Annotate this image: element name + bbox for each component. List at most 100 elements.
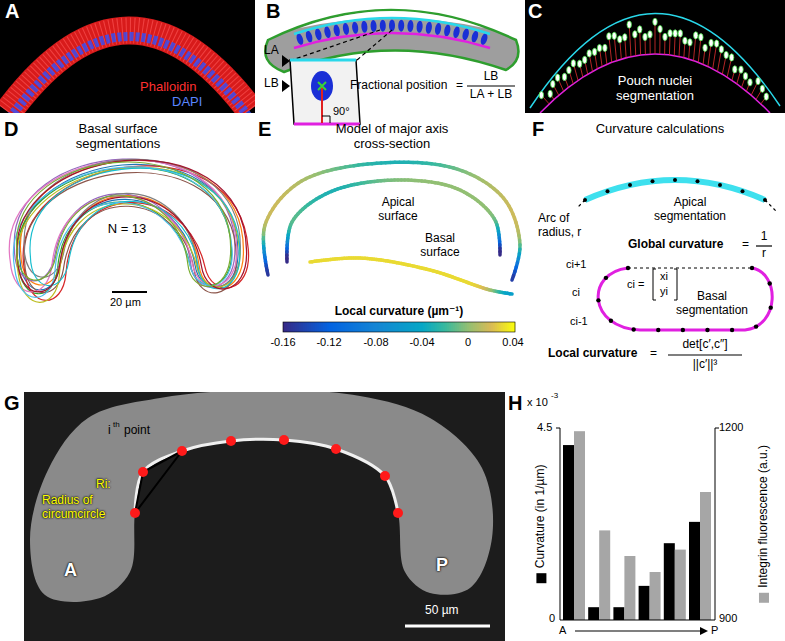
formula-text: = xyxy=(456,79,463,93)
figure-shape xyxy=(373,322,375,332)
figure-shape xyxy=(325,322,327,332)
figure-shape xyxy=(398,20,404,32)
figure-shape xyxy=(319,322,321,332)
panel-letter: D xyxy=(4,118,18,141)
panel-letter: G xyxy=(4,392,20,415)
tick-label: -0.04 xyxy=(409,336,434,349)
figure-shape xyxy=(511,322,513,332)
formula-text: Global curvature xyxy=(628,238,723,252)
formula-text: LB xyxy=(484,70,499,84)
figure-shape xyxy=(664,543,675,620)
figure-shape xyxy=(714,40,718,47)
figure-shape xyxy=(633,31,637,38)
figure-shape xyxy=(718,183,722,187)
figure-shape xyxy=(658,25,662,32)
figure-shape xyxy=(381,322,383,332)
figure-shape xyxy=(337,322,339,332)
figure-shape xyxy=(503,322,505,332)
figure-shape xyxy=(709,39,713,46)
figure-shape xyxy=(678,30,682,37)
panel-letter: F xyxy=(532,118,544,141)
figure-shape xyxy=(763,198,767,202)
figure-shape xyxy=(629,25,631,57)
figure-shape xyxy=(700,627,708,635)
figure-shape xyxy=(675,550,686,620)
figure-shape xyxy=(299,322,301,332)
figure-shape xyxy=(459,322,461,332)
figure-shape xyxy=(703,44,707,51)
figure-shape xyxy=(292,30,392,60)
point-label: point xyxy=(124,424,150,438)
figure-shape xyxy=(411,322,413,332)
figure-shape xyxy=(331,322,333,332)
figure-shape xyxy=(461,28,470,41)
figure-shape xyxy=(475,322,477,332)
figure-shape xyxy=(17,160,247,292)
figure-shape xyxy=(294,33,490,48)
figure-shape xyxy=(317,322,319,332)
panel-letter: B xyxy=(266,0,280,23)
figure-shape xyxy=(377,322,379,332)
figure-shape xyxy=(383,322,385,332)
figure-shape xyxy=(331,444,341,454)
figure-shape xyxy=(694,32,698,39)
figure-shape xyxy=(487,322,489,332)
figure-shape xyxy=(309,322,311,332)
basal-outlines xyxy=(8,152,251,304)
figure-shape xyxy=(305,322,307,332)
figure-shape xyxy=(305,30,314,43)
figure-shape xyxy=(359,322,361,332)
figure-shape xyxy=(447,322,449,332)
figure-shape xyxy=(339,322,341,332)
figure-shape xyxy=(540,54,770,113)
figure-shape xyxy=(604,276,608,280)
figure-shape xyxy=(756,78,760,85)
figure-shape xyxy=(290,59,356,62)
figure-shape xyxy=(653,18,657,25)
figure-shape xyxy=(556,428,719,429)
figure-shape xyxy=(341,322,343,332)
figure-shape xyxy=(560,428,715,620)
figure-shape xyxy=(395,322,397,332)
figure-shape xyxy=(0,0,255,113)
figure-shape xyxy=(497,322,499,332)
figure-shape xyxy=(363,322,365,332)
figure-shape xyxy=(764,93,768,100)
figure-shape xyxy=(705,328,709,332)
micrograph-a xyxy=(0,0,255,113)
axis-end-label: P xyxy=(436,555,448,576)
figure-shape xyxy=(416,20,423,32)
figure-shape xyxy=(470,30,479,43)
figure-shape xyxy=(457,322,459,332)
figure-shape xyxy=(471,322,473,332)
figure-shape xyxy=(409,322,411,332)
figure-shape xyxy=(551,80,555,87)
figure-shape xyxy=(29,164,243,292)
panel-title: Curvature calculations xyxy=(596,122,725,137)
formula-text: xi xyxy=(660,270,668,283)
point-label: th xyxy=(113,420,120,429)
tick-label: 0 xyxy=(549,612,555,625)
figure-shape xyxy=(343,322,345,332)
figure-shape xyxy=(297,322,299,332)
point-label: ci xyxy=(572,286,580,299)
figure-shape xyxy=(461,322,463,332)
micrograph-g xyxy=(24,392,505,641)
figure-shape xyxy=(453,322,455,332)
figure-shape xyxy=(370,20,377,32)
figure-shape xyxy=(389,20,395,32)
figure-shape xyxy=(314,28,323,41)
figure-shape xyxy=(455,322,457,332)
figure-shape xyxy=(405,625,490,628)
figure-shape xyxy=(733,66,737,73)
figure-shape xyxy=(333,322,335,332)
figure-shape xyxy=(425,21,432,34)
figure-shape xyxy=(473,322,475,332)
figure-shape xyxy=(437,322,439,332)
figure-shape xyxy=(651,179,655,183)
figure-shape xyxy=(279,435,289,445)
figure-shape xyxy=(571,60,575,67)
axis-end-label: P xyxy=(711,624,718,637)
figure-shape xyxy=(467,85,515,86)
figure-shape xyxy=(295,33,304,46)
